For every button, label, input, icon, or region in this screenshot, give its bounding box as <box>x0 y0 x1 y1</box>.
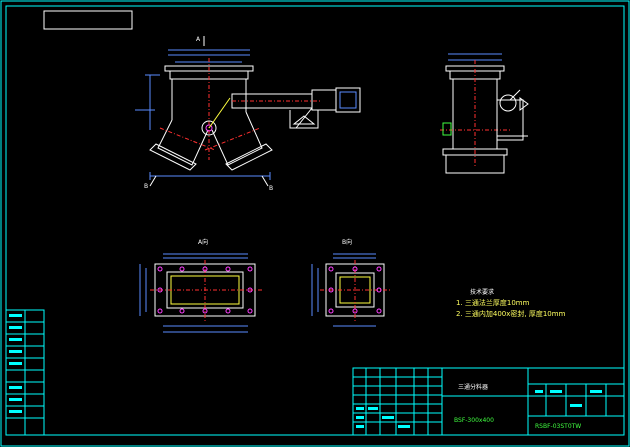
title-block: 三通分料器 BSF-300x400 RSBF-03ST0TW <box>352 367 625 436</box>
front-view: A <box>135 36 361 192</box>
technical-requirements: 技术要求 1. 三通法兰厚度10mm 2. 三通内加400x密封, 厚度10mm <box>456 288 566 318</box>
revision-strip <box>5 309 45 436</box>
title-spec: BSF-300x400 <box>454 417 494 424</box>
side-view <box>440 53 529 174</box>
notes-heading: 技术要求 <box>470 288 494 296</box>
notes-item-1: 1. 三通法兰厚度10mm <box>456 298 530 307</box>
notes-item-2: 2. 三通内加400x密封, 厚度10mm <box>456 309 566 318</box>
b-direction-view: B向 <box>311 238 392 327</box>
b-view-label: B向 <box>342 238 352 246</box>
view-b-arrow-label-left: B <box>144 183 148 190</box>
a-direction-view: A向 <box>139 238 262 333</box>
a-view-label: A向 <box>198 238 208 246</box>
view-a-arrow-label: A <box>196 36 201 43</box>
title-part-name: 三通分料器 <box>458 383 488 391</box>
title-drawing-number: RSBF-03ST0TW <box>535 423 581 430</box>
view-b-arrow-label-right: B <box>269 185 273 192</box>
